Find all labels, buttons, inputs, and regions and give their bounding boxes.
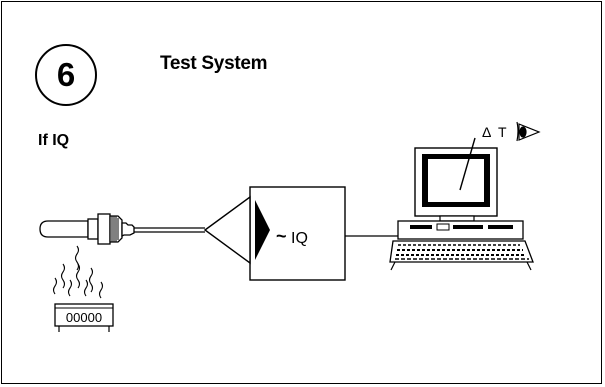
heat-waves <box>52 245 104 299</box>
step-number-badge: 6 <box>35 44 97 106</box>
page-title: Test System <box>160 53 268 74</box>
delta-symbol: Δ <box>482 124 491 140</box>
amplifier-tilde: ~ <box>276 226 287 246</box>
delta-t-label: Δ T <box>482 124 507 140</box>
computer <box>389 137 534 271</box>
step-number: 6 <box>56 56 76 93</box>
temperature-probe <box>39 213 135 245</box>
t-label: T <box>498 124 507 140</box>
amplifier-label: IQ <box>291 230 308 247</box>
iq-amplifier: ~ IQ <box>203 186 346 281</box>
section-label: If IQ <box>38 132 70 149</box>
probe-cable <box>134 227 205 233</box>
eye-icon <box>516 121 541 142</box>
heater-block: 00000 <box>54 303 114 332</box>
meter-digits: 00000 <box>66 310 102 325</box>
